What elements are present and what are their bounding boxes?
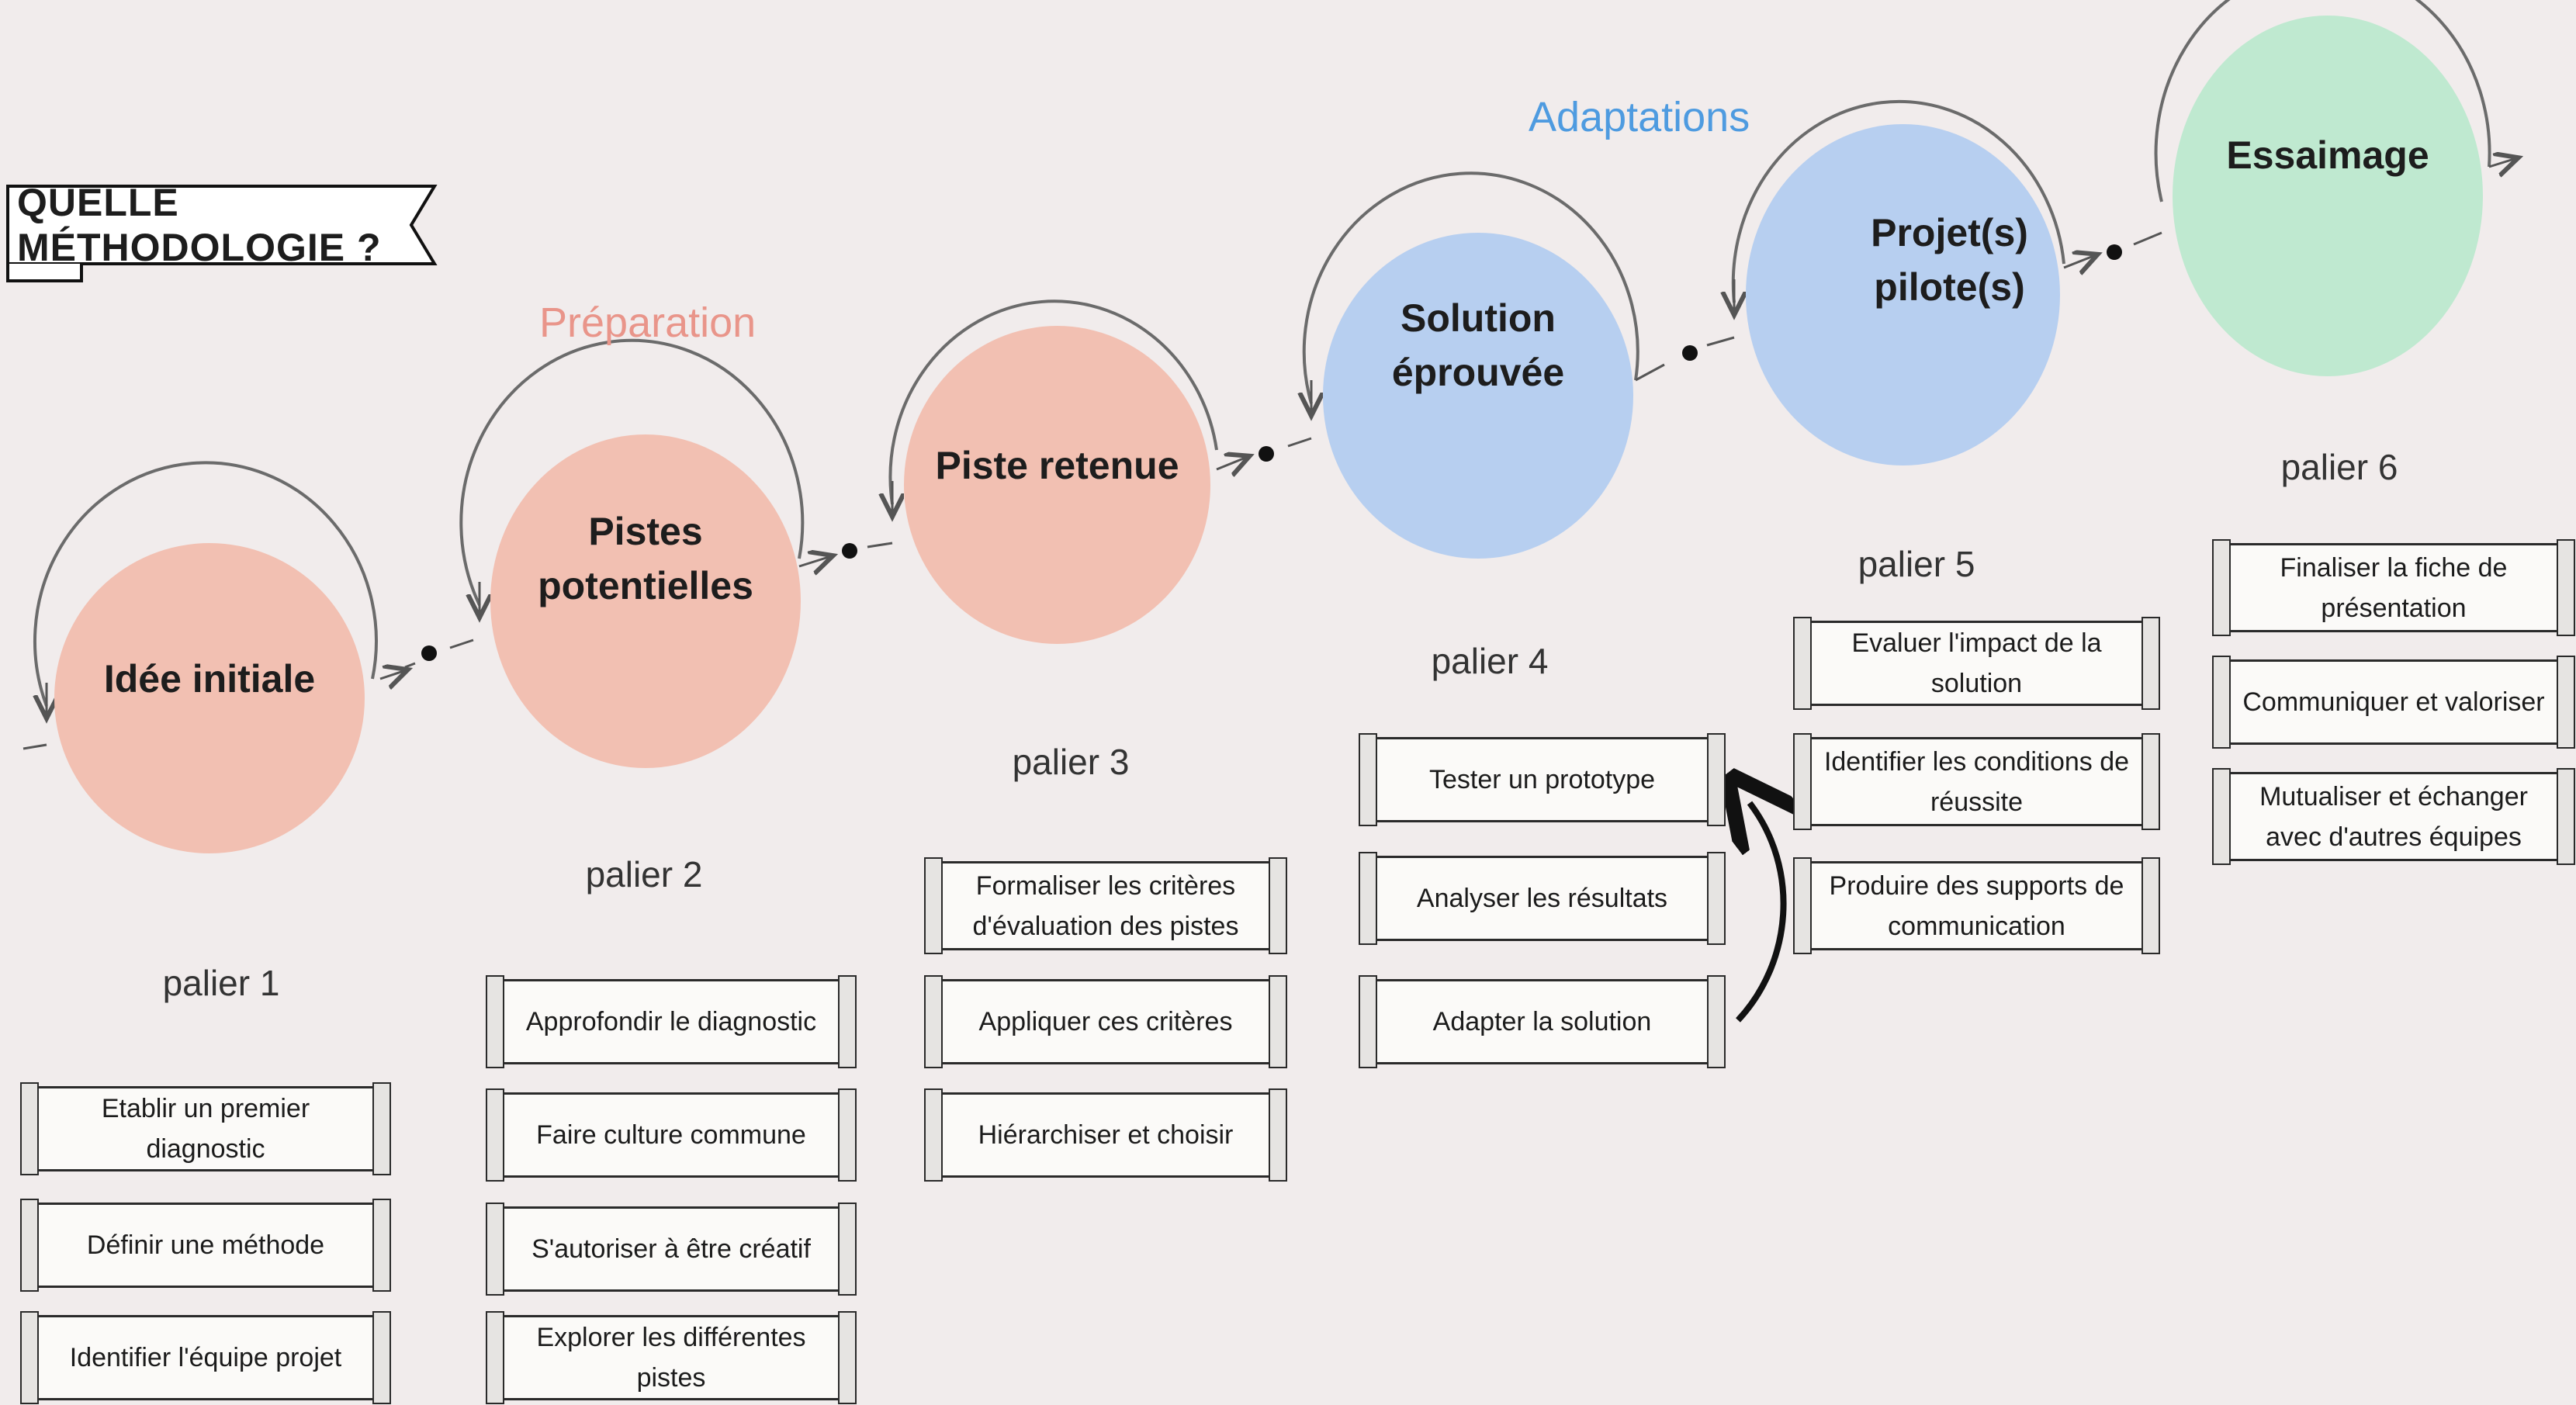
action-card: Formaliser les critères d'évaluation des… [924,857,1287,954]
title-banner-shape [6,185,438,265]
stage-2: Pistes potentielles [490,434,801,768]
action-card: Explorer les différentes pistes [486,1311,857,1404]
stage-5-label-line-1: Projet(s) [1871,211,2028,254]
action-card: Finaliser la fiche de présentation [2212,539,2575,636]
stage-ring-5 [1731,99,2065,303]
stage-3: Piste retenue [904,326,1210,644]
palier-4-label: palier 4 [1431,641,1549,681]
phase-preparation-label: Préparation [539,299,757,346]
stage-2-label-line-1: Pistes [588,510,703,553]
palier-2-label: palier 2 [585,854,703,895]
action-card: Hiérarchiser et choisir [924,1088,1287,1182]
stage-4: Solution éprouvée [1323,233,1633,559]
stage-1: Idée initiale [54,543,365,853]
action-card: Produire des supports de communication [1793,857,2160,954]
stage-ring-2 [459,338,805,606]
action-card: Communiquer et valoriser [2212,656,2575,749]
stage-ring-6 [2154,0,2491,202]
action-card: Analyser les résultats [1359,852,1726,945]
stage-5-label-line-2: pilote(s) [1874,265,2025,309]
stage-6: Essaimage [2173,16,2483,376]
stage-ring-1 [33,461,378,707]
page-title: QUELLE MÉTHODOLOGIE ? [17,181,382,269]
action-card: Approfondir le diagnostic [486,975,857,1068]
action-card: Tester un prototype [1359,733,1726,826]
stage-ring-4 [1302,171,1639,404]
stage-4-label-line-1: Solution [1401,296,1556,340]
feedback-arrow [1738,803,1784,1023]
stage-6-label: Essaimage [2226,133,2429,177]
stage-5: Projet(s) pilote(s) [1746,124,2060,465]
stage-1-label: Idée initiale [103,657,316,701]
action-card: S'autoriser à être créatif [486,1203,857,1296]
stage-3-label: Piste retenue [935,444,1179,487]
palier-5-label: palier 5 [1858,544,1975,584]
stage-ring-3 [888,299,1218,505]
action-card: Etablir un premier diagnostic [20,1082,391,1175]
action-card: Définir une méthode [20,1199,391,1292]
phase-adaptations-label: Adaptations [1529,94,1750,140]
stage-4-label-line-2: éprouvée [1391,351,1565,394]
action-card: Identifier les conditions de réussite [1793,733,2160,830]
action-card: Appliquer ces critères [924,975,1287,1068]
action-card: Identifier l'équipe projet [20,1311,391,1404]
action-card: Evaluer l'impact de la solution [1793,617,2160,710]
action-card: Faire culture commune [486,1088,857,1182]
palier-3-label: palier 3 [1012,742,1130,782]
palier-1-label: palier 1 [162,963,280,1003]
stage-2-label-line-2: potentielles [538,564,753,607]
action-card: Mutualiser et échanger avec d'autres équ… [2212,768,2575,865]
palier-6-label: palier 6 [2280,447,2398,487]
action-card: Adapter la solution [1359,975,1726,1068]
